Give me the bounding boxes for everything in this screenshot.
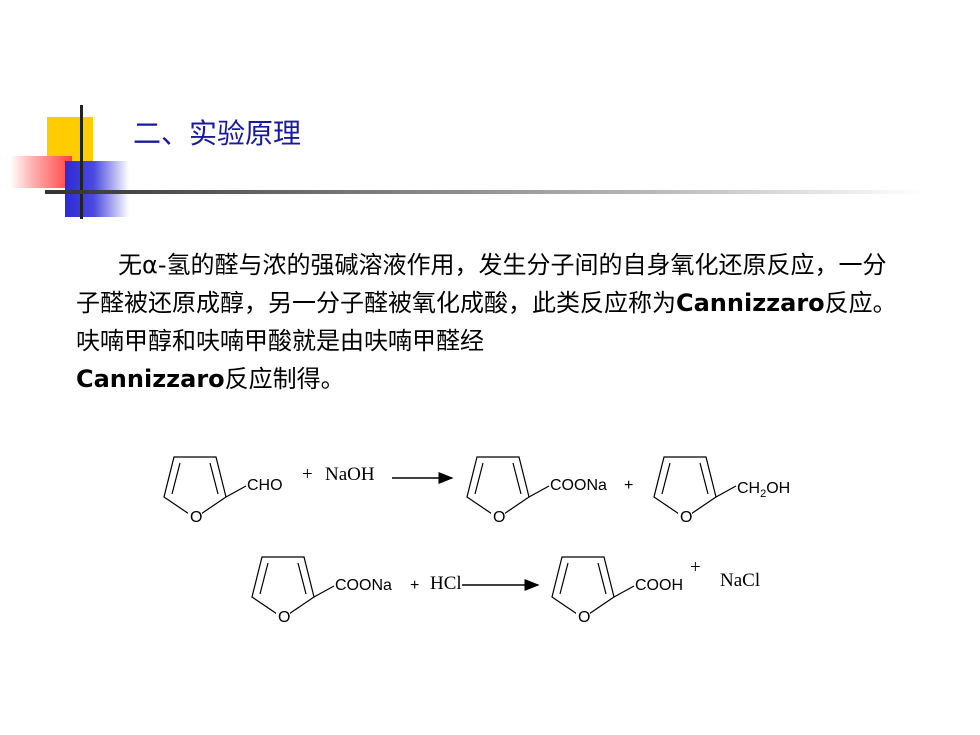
subscript-2: 2 bbox=[760, 488, 766, 500]
reaction-scheme: O CHO + NaOH O COONa + O CH2OH O COONa +… bbox=[163, 456, 790, 627]
decor-yellow-square bbox=[47, 117, 93, 163]
slide-title: 二、实验原理 bbox=[133, 117, 302, 150]
furfuryl-alcohol-ring bbox=[653, 456, 737, 527]
coona-group-label-2: COONa bbox=[335, 577, 392, 594]
plus-sign: + bbox=[624, 477, 633, 494]
paragraph-bold-1: Cannizzaro bbox=[676, 289, 825, 317]
ring-oxygen-label: O bbox=[278, 609, 290, 626]
furfural-ring bbox=[163, 456, 247, 527]
naoh-reagent-label: NaOH bbox=[325, 464, 375, 485]
oh-part: OH bbox=[766, 480, 790, 497]
ch2oh-group-label: CH2OH bbox=[737, 480, 790, 500]
decor-vertical-line bbox=[80, 105, 83, 219]
paragraph-text-1: 无α-氢的醛与浓的强碱溶液作用，发生分子间的自身氧化还原反应，一分子醛被还原成醇… bbox=[76, 251, 887, 317]
ring-oxygen-label: O bbox=[578, 609, 590, 626]
paragraph-text-2: 反应。呋喃甲醇和呋喃甲酸就是由呋喃甲醛经 bbox=[76, 289, 897, 355]
nacl-label: NaCl bbox=[720, 570, 760, 591]
furoic-acid-ring bbox=[551, 556, 635, 627]
furoate-ring-2 bbox=[251, 556, 335, 627]
furoate-ring bbox=[466, 456, 550, 527]
plus-sign: + bbox=[690, 557, 701, 578]
hcl-reagent-label: HCl bbox=[430, 573, 462, 594]
decor-blue-square bbox=[65, 161, 129, 217]
paragraph-bold-2: Cannizzaro bbox=[76, 365, 225, 393]
coona-group-label: COONa bbox=[550, 477, 607, 494]
plus-sign: + bbox=[302, 464, 313, 485]
cooh-group-label: COOH bbox=[635, 577, 683, 594]
decor-red-gradient-bar bbox=[10, 156, 72, 188]
ch-part: CH bbox=[737, 480, 760, 497]
title-underline bbox=[45, 190, 925, 194]
paragraph-text-3: 反应制得。 bbox=[224, 365, 345, 393]
ring-oxygen-label: O bbox=[493, 509, 505, 526]
ring-oxygen-label: O bbox=[190, 509, 202, 526]
cho-group-label: CHO bbox=[247, 477, 283, 494]
plus-sign: + bbox=[410, 577, 419, 594]
ring-oxygen-label: O bbox=[680, 509, 692, 526]
principle-paragraph: 无α-氢的醛与浓的强碱溶液作用，发生分子间的自身氧化还原反应，一分子醛被还原成醇… bbox=[76, 246, 906, 398]
